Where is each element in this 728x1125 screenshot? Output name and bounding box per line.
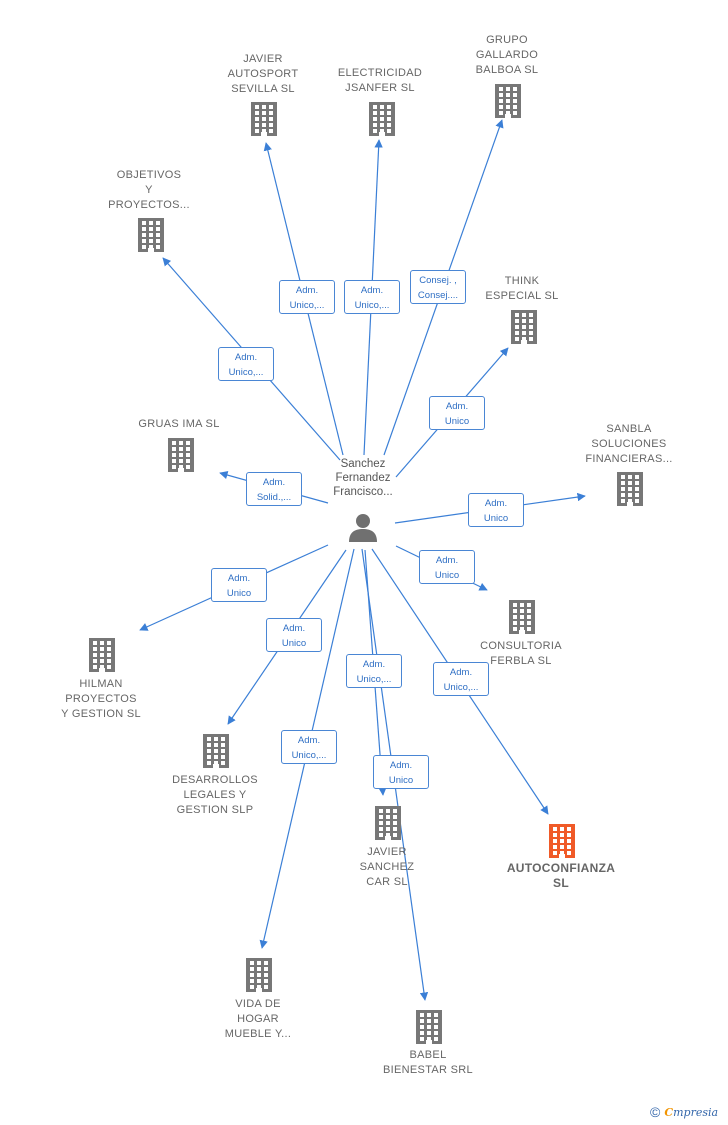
brand-name[interactable]: Cmpresia <box>664 1105 719 1119</box>
building-icon[interactable] <box>492 84 524 118</box>
company-name-sanbla[interactable]: SANBLA SOLUCIONES FINANCIERAS... <box>585 423 673 465</box>
building-icon[interactable] <box>508 310 540 344</box>
relation-label-think[interactable]: Adm. Unico <box>429 396 485 430</box>
relation-label-hilman[interactable]: Adm. Unico <box>211 568 267 602</box>
company-name-babel[interactable]: BABEL BIENESTAR SRL <box>383 1049 473 1076</box>
building-icon[interactable] <box>413 1010 445 1044</box>
company-name-consultoria[interactable]: CONSULTORIA FERBLA SL <box>480 640 562 667</box>
relation-label-electricidad[interactable]: Adm. Unico,... <box>344 280 400 314</box>
building-icon[interactable] <box>614 472 646 506</box>
company-name-javier-autosport[interactable]: JAVIER AUTOSPORT SEVILLA SL <box>227 53 299 95</box>
company-name-vida-hogar[interactable]: VIDA DE HOGAR MUEBLE Y... <box>224 998 292 1040</box>
relation-label-autoconfianza[interactable]: Adm. Unico,... <box>433 662 489 696</box>
center-person-name[interactable]: Sanchez Fernandez Francisco... <box>333 458 393 498</box>
company-name-hilman[interactable]: HILMAN PROYECTOS Y GESTION SL <box>61 678 141 720</box>
company-name-desarrollos[interactable]: DESARROLLOS LEGALES Y GESTION SLP <box>172 774 258 816</box>
copyright-icon: © <box>650 1104 661 1120</box>
building-icon[interactable] <box>546 824 578 858</box>
building-icon[interactable] <box>248 102 280 136</box>
relation-label-babel[interactable]: Adm. Unico <box>373 755 429 789</box>
relation-label-consultoria[interactable]: Adm. Unico <box>419 550 475 584</box>
building-icon[interactable] <box>372 806 404 840</box>
relation-label-desarrollos[interactable]: Adm. Unico <box>266 618 322 652</box>
building-icon[interactable] <box>366 102 398 136</box>
company-name-think[interactable]: THINK ESPECIAL SL <box>485 275 559 302</box>
building-icon[interactable] <box>165 438 197 472</box>
relation-label-javier-sanchez[interactable]: Adm. Unico,... <box>346 654 402 688</box>
company-name-autoconfianza[interactable]: AUTOCONFIANZA SL <box>506 861 616 890</box>
person-icon[interactable] <box>347 511 379 543</box>
building-icon[interactable] <box>135 218 167 252</box>
relation-label-gruas[interactable]: Adm. Solid.,... <box>246 472 302 506</box>
relation-label-grupo-gallardo[interactable]: Consej. , Consej.... <box>410 270 466 304</box>
relation-label-sanbla[interactable]: Adm. Unico <box>468 493 524 527</box>
building-icon[interactable] <box>86 638 118 672</box>
company-name-grupo-gallardo[interactable]: GRUPO GALLARDO BALBOA SL <box>475 34 539 76</box>
building-icon[interactable] <box>243 958 275 992</box>
company-name-gruas[interactable]: GRUAS IMA SL <box>138 418 220 430</box>
company-name-objetivos[interactable]: OBJETIVOS Y PROYECTOS... <box>108 169 190 211</box>
relation-label-javier-autosport[interactable]: Adm. Unico,... <box>279 280 335 314</box>
company-name-electricidad[interactable]: ELECTRICIDAD JSANFER SL <box>337 67 423 94</box>
building-icon[interactable] <box>200 734 232 768</box>
relation-label-vida-hogar[interactable]: Adm. Unico,... <box>281 730 337 764</box>
footer-brand: © Cmpresia <box>650 1104 718 1120</box>
building-icon[interactable] <box>506 600 538 634</box>
company-name-javier-sanchez[interactable]: JAVIER SANCHEZ CAR SL <box>359 846 415 888</box>
relation-label-objetivos[interactable]: Adm. Unico,... <box>218 347 274 381</box>
